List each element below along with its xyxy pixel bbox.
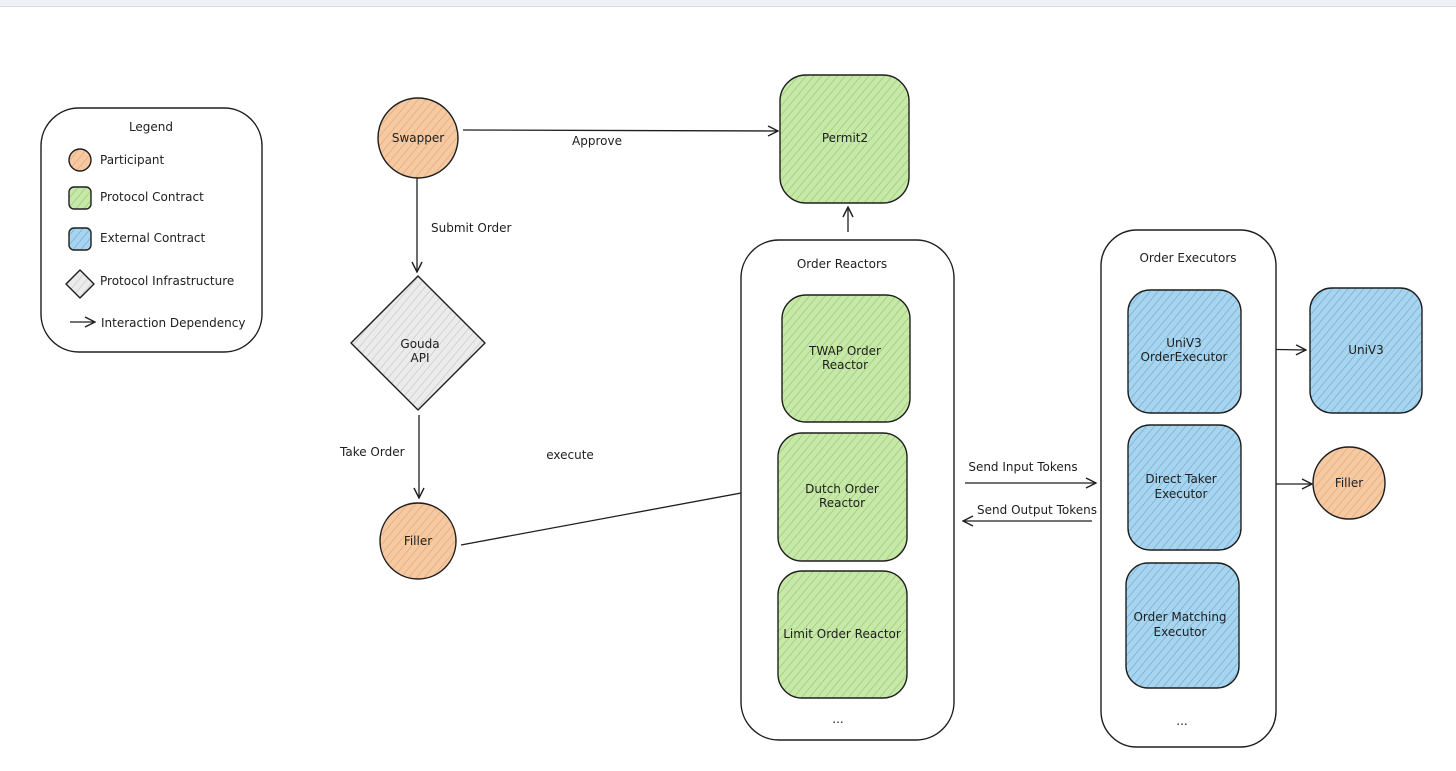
legend-box bbox=[40, 107, 263, 353]
gouda-api-diamond bbox=[350, 275, 486, 411]
univ3-node: UniV3 bbox=[1309, 287, 1423, 414]
dutch-order-reactor-label-line2: Reactor bbox=[819, 496, 865, 510]
permit2-node: Permit2 bbox=[779, 74, 910, 204]
twap-order-reactor-label-line2: Reactor bbox=[822, 358, 868, 372]
twap-order-reactor-box bbox=[781, 294, 911, 423]
edge-approve-label: Approve bbox=[572, 134, 622, 148]
univ3-label: UniV3 bbox=[1348, 343, 1384, 357]
legend-interaction-dependency-label: Interaction Dependency bbox=[101, 316, 245, 330]
order-executors-group: Order Executors UniV3 OrderExecutor Dire… bbox=[1100, 229, 1277, 748]
filler-right-circle bbox=[1312, 446, 1386, 520]
legend-protocol-infrastructure-icon bbox=[65, 269, 95, 299]
legend: Legend Participant Protocol Contract Ext… bbox=[40, 107, 263, 353]
filler-left-label: Filler bbox=[404, 534, 432, 548]
edge-approve bbox=[462, 130, 778, 131]
gouda-api-node: Gouda API bbox=[350, 275, 486, 411]
legend-protocol-contract-icon bbox=[68, 186, 92, 210]
filler-right-label: Filler bbox=[1335, 476, 1363, 490]
univ3-order-executor-label-line1: UniV3 bbox=[1166, 336, 1202, 350]
filler-left-circle bbox=[379, 502, 457, 580]
order-matching-executor-label-line2: Executor bbox=[1154, 625, 1207, 639]
edge-submit-order-label: Submit Order bbox=[431, 221, 512, 235]
limit-order-reactor-box bbox=[777, 570, 908, 699]
legend-participant-icon bbox=[68, 148, 92, 172]
order-reactors-ellipsis: ... bbox=[832, 712, 843, 726]
edge-take-order-label: Take Order bbox=[339, 445, 405, 459]
legend-protocol-infrastructure-label: Protocol Infrastructure bbox=[100, 274, 234, 288]
legend-external-contract-label: External Contract bbox=[100, 231, 206, 245]
permit2-label: Permit2 bbox=[822, 131, 868, 145]
dutch-order-reactor-box bbox=[777, 432, 908, 562]
limit-order-reactor-label: Limit Order Reactor bbox=[783, 627, 901, 641]
swapper-circle bbox=[377, 97, 459, 179]
top-border bbox=[0, 0, 1456, 7]
filler-left-node: Filler bbox=[379, 502, 457, 580]
gouda-api-label-line1: Gouda bbox=[400, 337, 439, 351]
legend-participant-label: Participant bbox=[100, 153, 165, 167]
edges: Approve Submit Order Take Order execute … bbox=[339, 130, 1312, 546]
order-matching-executor-label-line1: Order Matching bbox=[1133, 610, 1226, 624]
edge-send-output-tokens-label: Send Output Tokens bbox=[977, 503, 1097, 517]
legend-title: Legend bbox=[129, 120, 173, 134]
swapper-node: Swapper bbox=[377, 97, 459, 179]
edge-execute-label: execute bbox=[546, 448, 594, 462]
edge-execute bbox=[460, 488, 768, 546]
dutch-order-reactor-label-line1: Dutch Order bbox=[805, 482, 879, 496]
gouda-api-label-line2: API bbox=[411, 351, 430, 365]
legend-protocol-contract-label: Protocol Contract bbox=[100, 190, 204, 204]
order-reactors-group: Order Reactors TWAP Order Reactor Dutch … bbox=[740, 239, 955, 741]
permit2-box bbox=[779, 74, 910, 204]
direct-taker-executor-label-line2: Executor bbox=[1155, 487, 1208, 501]
order-matching-executor-box bbox=[1125, 562, 1240, 689]
direct-taker-executor-label-line1: Direct Taker bbox=[1145, 472, 1216, 486]
univ3-box bbox=[1309, 287, 1423, 414]
univ3-order-executor-box bbox=[1127, 289, 1242, 414]
order-executors-ellipsis: ... bbox=[1176, 714, 1187, 728]
order-executors-title: Order Executors bbox=[1139, 251, 1236, 265]
swapper-label: Swapper bbox=[392, 131, 444, 145]
twap-order-reactor-label-line1: TWAP Order bbox=[808, 344, 881, 358]
direct-taker-executor-box bbox=[1127, 424, 1242, 551]
edge-send-input-tokens-label: Send Input Tokens bbox=[968, 460, 1077, 474]
univ3-order-executor-label-line2: OrderExecutor bbox=[1141, 350, 1228, 364]
filler-right-node: Filler bbox=[1312, 446, 1386, 520]
order-reactors-title: Order Reactors bbox=[797, 257, 887, 271]
legend-external-contract-icon bbox=[68, 227, 92, 251]
